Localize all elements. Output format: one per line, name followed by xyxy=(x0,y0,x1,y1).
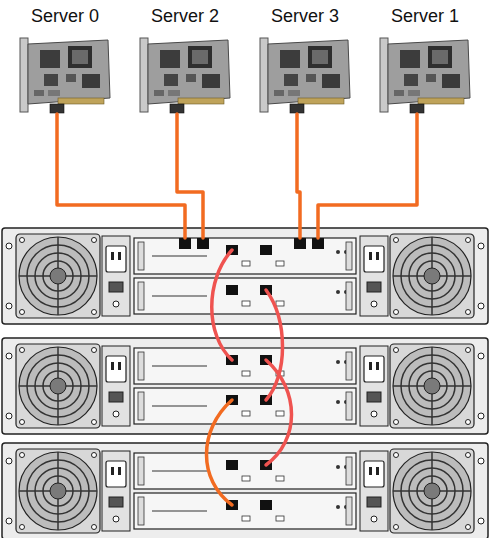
hba-card xyxy=(258,34,352,114)
server-label: Server 1 xyxy=(387,6,464,28)
host-cable xyxy=(297,114,300,238)
server-label: Server 0 xyxy=(27,6,104,28)
expansion-cable xyxy=(266,290,283,400)
expansion-cable xyxy=(266,360,292,465)
storage-enclosure xyxy=(2,338,488,434)
server-name: Server 3 xyxy=(267,6,344,28)
storage-enclosure xyxy=(2,443,488,538)
expansion-cable xyxy=(207,400,233,505)
host-cable xyxy=(318,114,417,238)
hba-card xyxy=(18,34,112,114)
storage-enclosure xyxy=(2,228,488,324)
server-name: Server 0 xyxy=(27,6,104,28)
host-ports xyxy=(179,238,324,249)
server-label: Server 2 xyxy=(147,6,224,28)
server-name: Server 2 xyxy=(147,6,224,28)
expansion-cable xyxy=(212,250,232,360)
host-cable xyxy=(57,114,185,238)
hba-card xyxy=(138,34,232,114)
server-name: Server 1 xyxy=(387,6,464,28)
hba-card xyxy=(378,34,472,114)
server-label: Server 3 xyxy=(267,6,344,28)
host-cable xyxy=(177,114,203,238)
